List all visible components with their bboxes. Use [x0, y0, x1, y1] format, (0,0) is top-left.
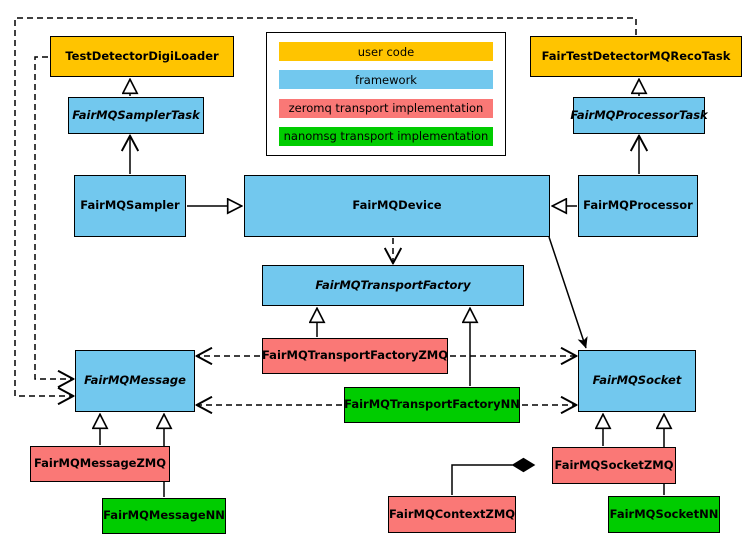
- node-fair-mq-processor[interactable]: FairMQProcessor: [578, 175, 698, 237]
- node-fair-mq-message[interactable]: FairMQMessage: [75, 350, 195, 412]
- node-test-detector-digi-loader[interactable]: TestDetectorDigiLoader: [50, 36, 234, 77]
- legend: user code framework zeromq transport imp…: [266, 32, 506, 156]
- node-fair-mq-transport-factory[interactable]: FairMQTransportFactory: [262, 265, 524, 306]
- node-fair-test-detector-mq-reco-task[interactable]: FairTestDetectorMQRecoTask: [530, 36, 742, 77]
- node-fair-mq-message-nn[interactable]: FairMQMessageNN: [102, 498, 226, 534]
- edge-contextzmq-socketzmq: [451, 465, 534, 495]
- node-fair-mq-context-zmq[interactable]: FairMQContextZMQ: [388, 496, 516, 533]
- edge-device-socket: [548, 236, 588, 349]
- node-fair-mq-device[interactable]: FairMQDevice: [244, 175, 550, 237]
- node-fair-mq-message-zmq[interactable]: FairMQMessageZMQ: [30, 446, 170, 482]
- node-fair-mq-socket-zmq[interactable]: FairMQSocketZMQ: [552, 447, 676, 484]
- legend-item-nanomsg: nanomsg transport implementation: [279, 126, 493, 146]
- node-fair-mq-transport-factory-zmq[interactable]: FairMQTransportFactoryZMQ: [262, 338, 448, 374]
- legend-item-zeromq: zeromq transport implementation: [279, 98, 493, 118]
- edge-recotask-message: [14, 17, 637, 396]
- node-fair-mq-socket-nn[interactable]: FairMQSocketNN: [608, 496, 720, 533]
- node-fair-mq-processor-task[interactable]: FairMQProcessorTask: [570, 97, 708, 134]
- node-fair-mq-sampler-task[interactable]: FairMQSamplerTask: [68, 97, 204, 134]
- node-fair-mq-socket[interactable]: FairMQSocket: [578, 350, 696, 412]
- legend-item-framework: framework: [279, 70, 493, 90]
- edge-digiloader-message: [34, 56, 73, 379]
- node-fair-mq-sampler[interactable]: FairMQSampler: [74, 175, 186, 237]
- node-fair-mq-transport-factory-nn[interactable]: FairMQTransportFactoryNN: [344, 387, 520, 423]
- legend-item-user-code: user code: [279, 42, 493, 61]
